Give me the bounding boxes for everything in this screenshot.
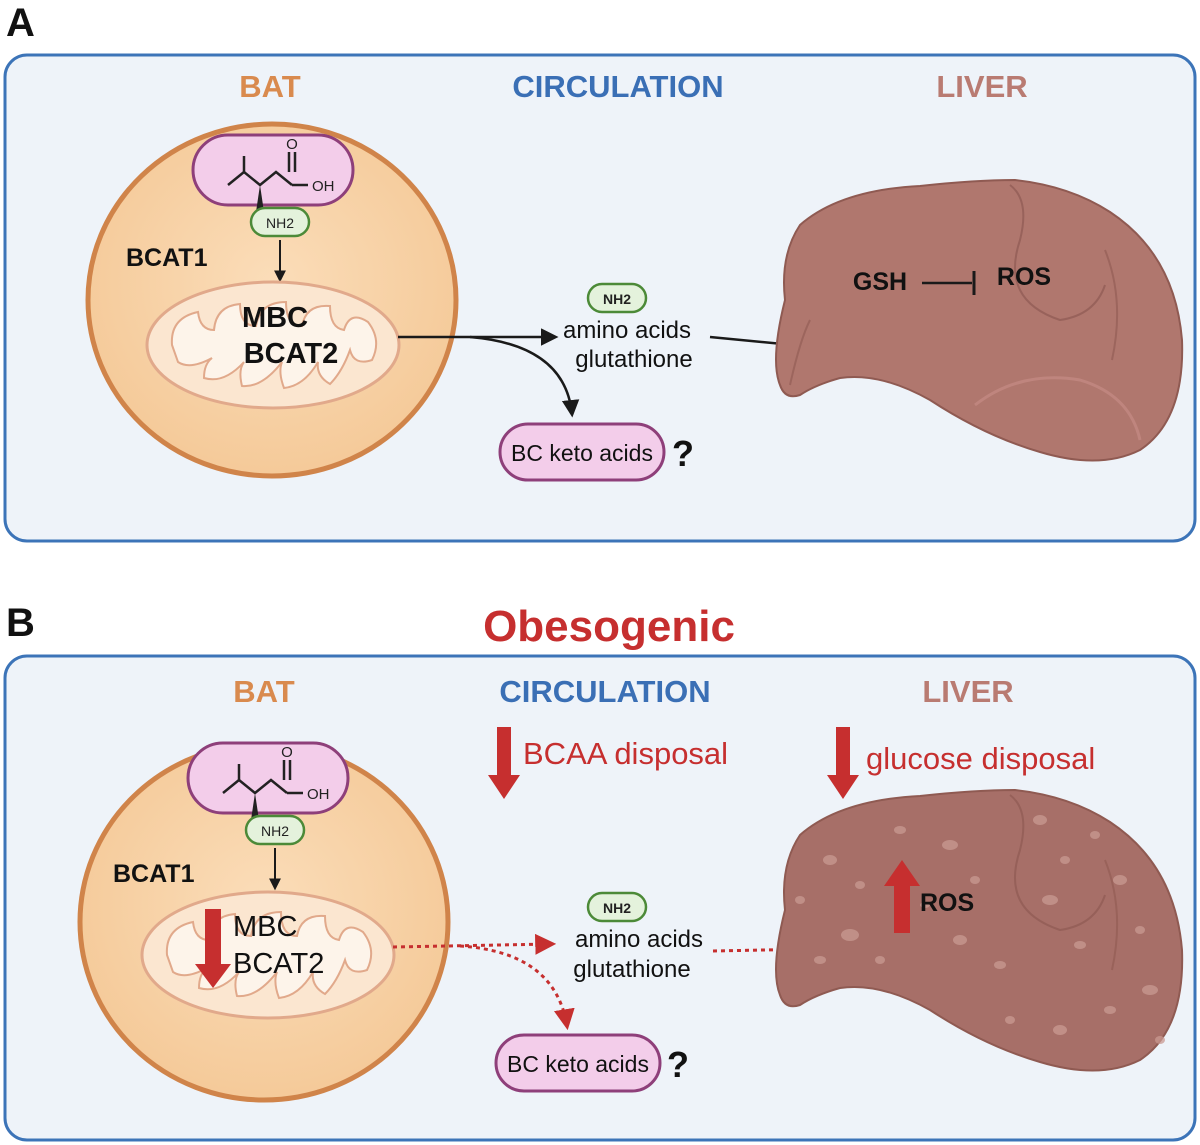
panel-b-letter: B (6, 601, 35, 645)
keto-acids-label: BC keto acids (511, 440, 653, 466)
gsh-label: GSH (853, 268, 907, 296)
panel-a: A BAT CIRCULATION LIVER O OH NH2 BCAT1 (3, 1, 1197, 543)
obesogenic-title: Obesogenic (483, 602, 735, 651)
panel-a-letter: A (6, 1, 35, 45)
amine-tag-b: NH2 (244, 814, 306, 846)
panel-b: B Obesogenic BAT CIRCULATION LIVER BCAA … (3, 601, 1197, 1142)
mito-bcat2-label: BCAT2 (244, 338, 339, 370)
arrow-to-keto-acids (469, 335, 580, 418)
circulation-nh2-label-b: NH2 (603, 900, 631, 916)
glutathione-label: glutathione (575, 346, 692, 373)
leucine-molecule-b: O OH (186, 741, 350, 820)
circulation-nh2-tag-b: NH2 (586, 891, 648, 923)
amine-label-b: NH2 (261, 823, 289, 839)
mito-bcat2-label-b: BCAT2 (233, 948, 324, 980)
ros-label-b: ROS (920, 889, 974, 917)
header-liver-b: LIVER (922, 674, 1013, 709)
ros-label: ROS (997, 263, 1051, 291)
circulation-nh2-label: NH2 (603, 291, 631, 307)
mitochondrion (145, 280, 401, 410)
amine-tag: NH2 (249, 206, 311, 238)
glucose-disposal-label: glucose disposal (866, 741, 1095, 776)
header-circulation: CIRCULATION (512, 69, 723, 104)
amine-label: NH2 (266, 215, 294, 231)
question-mark-b: ? (667, 1044, 689, 1085)
bcat1-label-b: BCAT1 (113, 860, 195, 888)
bcaa-disposal-label: BCAA disposal (523, 736, 728, 771)
bcat1-label: BCAT1 (126, 244, 208, 272)
circulation-nh2-tag: NH2 (586, 282, 648, 314)
dashed-arrow-to-circulation (392, 933, 557, 955)
keto-acids-label-b: BC keto acids (507, 1051, 649, 1077)
molecule-oh-label: OH (312, 178, 335, 195)
keto-acids-capsule: BC keto acids (498, 422, 666, 482)
mito-mbc-label-b: MBC (233, 911, 297, 943)
glutathione-label-b: glutathione (573, 956, 690, 983)
bcaa-down-arrow (488, 727, 520, 799)
header-bat: BAT (239, 69, 300, 104)
molecule-oh-label-b: OH (307, 786, 330, 803)
header-liver: LIVER (936, 69, 1027, 104)
header-circulation-b: CIRCULATION (499, 674, 710, 709)
molecule-o-label-b: O (281, 744, 293, 761)
molecule-o-label: O (286, 136, 298, 153)
liver-healthy (775, 178, 1184, 462)
question-mark: ? (672, 433, 694, 474)
amino-acids-label-b: amino acids (575, 926, 703, 953)
glucose-down-arrow (827, 727, 859, 799)
mbc-down-arrow (195, 909, 231, 988)
dashed-arrow-to-liver (712, 938, 820, 960)
mito-mbc-label: MBC (242, 302, 308, 334)
ros-up-arrow (884, 860, 920, 933)
amino-acids-label: amino acids (563, 317, 691, 344)
dashed-arrow-to-keto-acids (459, 944, 575, 1031)
leucine-molecule: O OH (191, 133, 355, 212)
keto-acids-capsule-b: BC keto acids (494, 1033, 662, 1093)
liver-fatty (775, 788, 1184, 1072)
header-bat-b: BAT (233, 674, 294, 709)
